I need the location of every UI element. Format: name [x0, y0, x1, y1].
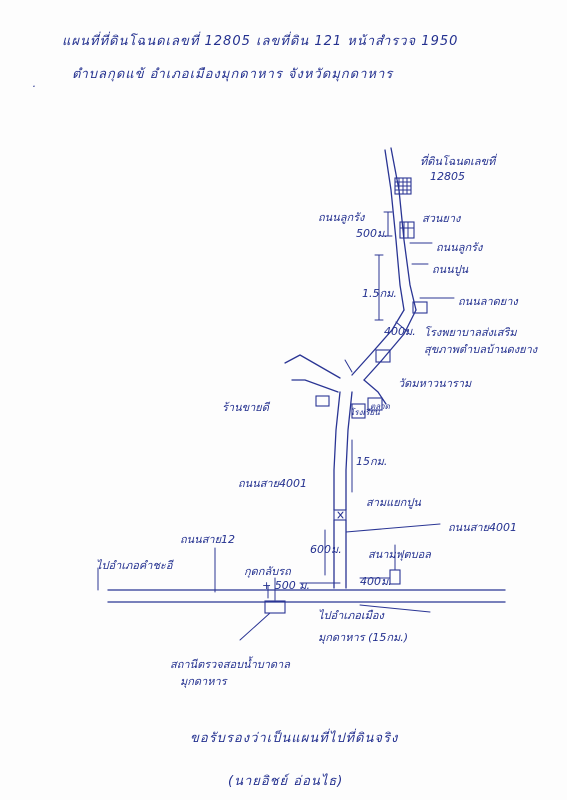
- groundwater-station-label-1: สถานีตรวจสอบน้ำบาดาล: [170, 658, 290, 671]
- to-kham-cha-i-label: ไปอำเภอคำชะอี: [96, 559, 173, 572]
- health-promotion-label: โรงพยาบาลส่งเสริม: [424, 326, 517, 339]
- asphalt-road-label: ถนนลาดยาง: [458, 295, 518, 308]
- road-4001-left-label: ถนนสาย4001: [238, 477, 308, 490]
- distance-500m-bottom: + 500 ม.: [262, 579, 310, 592]
- distance-500m-top: 500ม.: [356, 227, 388, 240]
- main-road-right-edge: [345, 391, 353, 511]
- groundwater-station-label-2: มุกดาหาร: [180, 675, 227, 688]
- east-branch: [363, 379, 387, 405]
- concrete-junction-label: สามแยกปูน: [366, 496, 421, 509]
- market-label: ตลาด: [370, 402, 390, 411]
- road-4001-right-label: ถนนสาย4001: [448, 521, 518, 534]
- mukdahan-15km-label: มุกดาหาร (15กม.): [318, 631, 409, 644]
- rubber-garden-grid: [399, 221, 415, 239]
- main-road-left-edge: [333, 391, 341, 511]
- school-label: โรงเรียน: [350, 408, 380, 417]
- map-title-line1: แผนที่ที่ดินโฉนดเลขที่ 12805 เลขที่ดิน 1…: [62, 34, 459, 49]
- land-plot-grid: [394, 177, 412, 195]
- certification-text: ขอรับรองว่าเป็นแผนที่ไปที่ดินจริง: [190, 731, 399, 746]
- sw-road-left-edge: [351, 309, 405, 376]
- road-lukrang-label: ถนนลูกรัง: [318, 211, 365, 224]
- football-field-label: สนามฟุตบอล: [368, 548, 431, 561]
- stray-dot: ·: [32, 80, 36, 93]
- rubber-garden-box: [399, 221, 415, 239]
- road-concrete-label: ถนนปูน: [432, 263, 469, 276]
- sw-road-right-edge: [363, 309, 417, 381]
- distance-400m-mid: 400ม.: [384, 325, 416, 338]
- north-road-right-edge: [390, 147, 417, 311]
- land-plot-label: ที่ดินโฉนดเลขที่: [420, 155, 496, 168]
- signature-name: (นายอิชย์ อ่อนไธ): [228, 774, 344, 789]
- nw-branch-upper: [284, 354, 341, 379]
- distance-600m: 600ม.: [310, 543, 342, 556]
- shop-box: [315, 395, 330, 407]
- u-turn-box: [264, 600, 286, 614]
- junction-box: [333, 509, 347, 521]
- land-plot-number: 12805: [430, 170, 465, 183]
- rubber-garden-label: สวนยาง: [422, 212, 461, 225]
- distance-400m-bottom: 400ม.: [360, 575, 392, 588]
- north-road-left-edge: [384, 149, 405, 311]
- road-laterite-label: ถนนลูกรัง: [436, 241, 483, 254]
- temple-label: วัดมหาวนาราม: [398, 377, 472, 390]
- u-turn-label: กุดกลับรถ: [244, 565, 291, 578]
- nw-branch-lower: [291, 379, 339, 393]
- shop-label: ร้านขายดี: [222, 401, 269, 414]
- map-title-line2: ตำบลกุดแข้ อำเภอเมืองมุกดาหาร จังหวัดมุก…: [72, 67, 394, 82]
- market-box: [367, 397, 383, 411]
- health-center-box: [412, 301, 428, 314]
- temple-box: [375, 349, 391, 363]
- school-box: [351, 403, 366, 419]
- health-center-label: สุขภาพตำบลบ้านดงยาง: [424, 343, 538, 356]
- to-mueang-label: ไปอำเภอเมือง: [318, 609, 384, 622]
- distance-15km: 15กม.: [356, 455, 388, 468]
- road-12-label: ถนนสาย12: [180, 533, 236, 546]
- distance-1-5km: 1.5กม.: [362, 287, 397, 300]
